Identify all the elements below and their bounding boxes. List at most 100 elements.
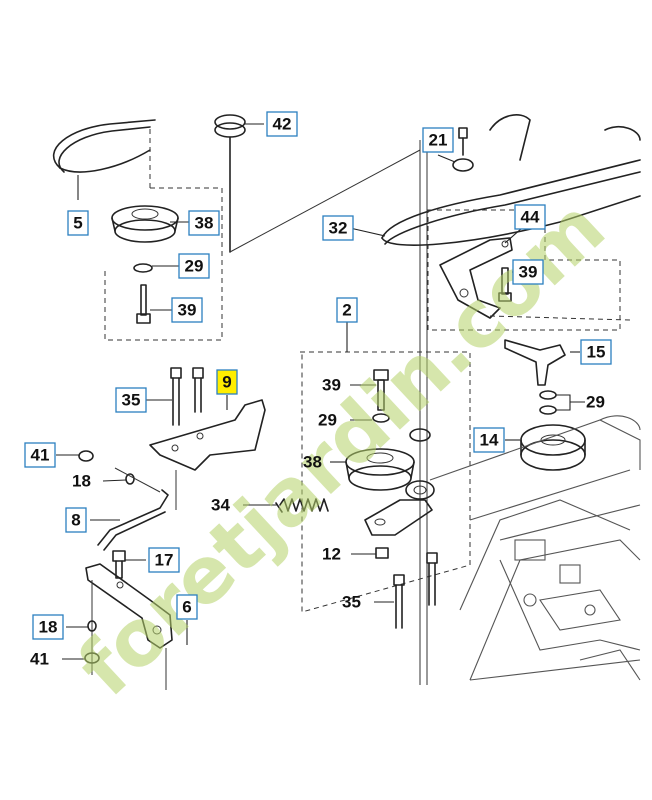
callout-39: 39: [512, 259, 544, 285]
callout-label: 29: [318, 411, 337, 430]
bolt-21: [452, 127, 474, 172]
callout-41: 41: [24, 442, 56, 468]
clip-18-lower: [87, 620, 97, 632]
callout-box: [176, 594, 198, 620]
callout-box: [473, 427, 505, 453]
bolt-35-center: [393, 552, 438, 629]
callout-box: [216, 369, 238, 395]
idler-arm-2: [364, 428, 435, 536]
callout-44: 44: [514, 204, 546, 230]
washer-29-right-b: [539, 405, 557, 415]
callout-32: 32: [322, 215, 354, 241]
callout-9: 9: [216, 369, 238, 395]
callout-label: 9: [222, 373, 231, 392]
callout-label: 29: [586, 393, 605, 412]
callout-label: 29: [185, 257, 204, 276]
callout-label: 41: [30, 650, 49, 669]
callout-box: [580, 339, 612, 365]
callout-box: [266, 111, 298, 137]
bolt-39-center: [373, 369, 389, 411]
callout-29: 29: [586, 393, 605, 412]
callout-39: 39: [322, 376, 341, 395]
callout-39: 39: [171, 297, 203, 323]
washer-29-left: [133, 263, 153, 273]
callout-label: 12: [322, 545, 341, 564]
callout-8: 8: [65, 507, 87, 533]
callout-14: 14: [473, 427, 505, 453]
callout-34: 34: [211, 496, 230, 515]
washer-41-lower: [84, 652, 100, 664]
callout-label: 34: [211, 496, 230, 515]
callout-box: [148, 547, 180, 573]
callout-box: [115, 387, 147, 413]
bolt-39-right: [498, 267, 512, 302]
callout-6: 6: [176, 594, 198, 620]
callout-label: 35: [122, 391, 141, 410]
callout-label: 15: [587, 343, 606, 362]
callout-label: 14: [480, 431, 499, 450]
callout-42: 42: [266, 111, 298, 137]
callout-15: 15: [580, 339, 612, 365]
callout-label: 32: [329, 219, 348, 238]
washer-41-upper: [78, 450, 94, 462]
callout-box: [514, 204, 546, 230]
callout-box: [422, 127, 454, 153]
callout-label: 18: [39, 618, 58, 637]
nut-12: [375, 547, 389, 559]
callout-label: 39: [178, 301, 197, 320]
callout-29: 29: [178, 253, 210, 279]
callout-label: 6: [182, 598, 191, 617]
bracket-9: [149, 399, 266, 471]
group-box-left: [104, 187, 223, 341]
idler-pulley-38-left: [111, 205, 179, 243]
callout-label: 38: [303, 453, 322, 472]
callout-2: 2: [336, 297, 358, 323]
callout-label: 38: [195, 214, 214, 233]
bolt-35-left: [170, 367, 182, 426]
bracket-44: [439, 237, 513, 319]
callout-label: 44: [521, 208, 540, 227]
callout-box: [512, 259, 544, 285]
callout-box: [67, 210, 89, 236]
group-box-center: [300, 351, 471, 613]
deck-frame: [429, 415, 641, 681]
callout-18: 18: [32, 614, 64, 640]
leader-42-line: [229, 149, 421, 253]
callout-label: 5: [73, 214, 82, 233]
callout-18: 18: [72, 472, 91, 491]
clip-18-upper: [125, 473, 135, 485]
callout-label: 8: [71, 511, 80, 530]
callout-label: 42: [273, 115, 292, 134]
drawing-layer: [53, 114, 641, 690]
callout-17: 17: [148, 547, 180, 573]
callout-box: [188, 210, 220, 236]
callout-41: 41: [30, 650, 49, 669]
callout-35: 35: [115, 387, 147, 413]
callout-label: 39: [322, 376, 341, 395]
bolt-9: [192, 367, 204, 413]
leader-lines: [56, 123, 585, 660]
callout-21: 21: [422, 127, 454, 153]
callout-box: [322, 215, 354, 241]
washer-29-right-a: [539, 390, 557, 400]
plate-6: [85, 563, 173, 690]
callout-box: [178, 253, 210, 279]
callout-12: 12: [322, 545, 341, 564]
callout-box: [32, 614, 64, 640]
rod-8: [97, 467, 169, 551]
washer-29-center: [372, 413, 390, 423]
callout-box: [336, 297, 358, 323]
callout-label: 18: [72, 472, 91, 491]
callout-38: 38: [303, 453, 322, 472]
callout-5: 5: [67, 210, 89, 236]
callout-label: 21: [429, 131, 448, 150]
belt-5: [53, 119, 156, 173]
callout-label: 17: [155, 551, 174, 570]
callout-label: 39: [519, 263, 538, 282]
callout-box: [24, 442, 56, 468]
callout-box: [65, 507, 87, 533]
callout-box: [171, 297, 203, 323]
